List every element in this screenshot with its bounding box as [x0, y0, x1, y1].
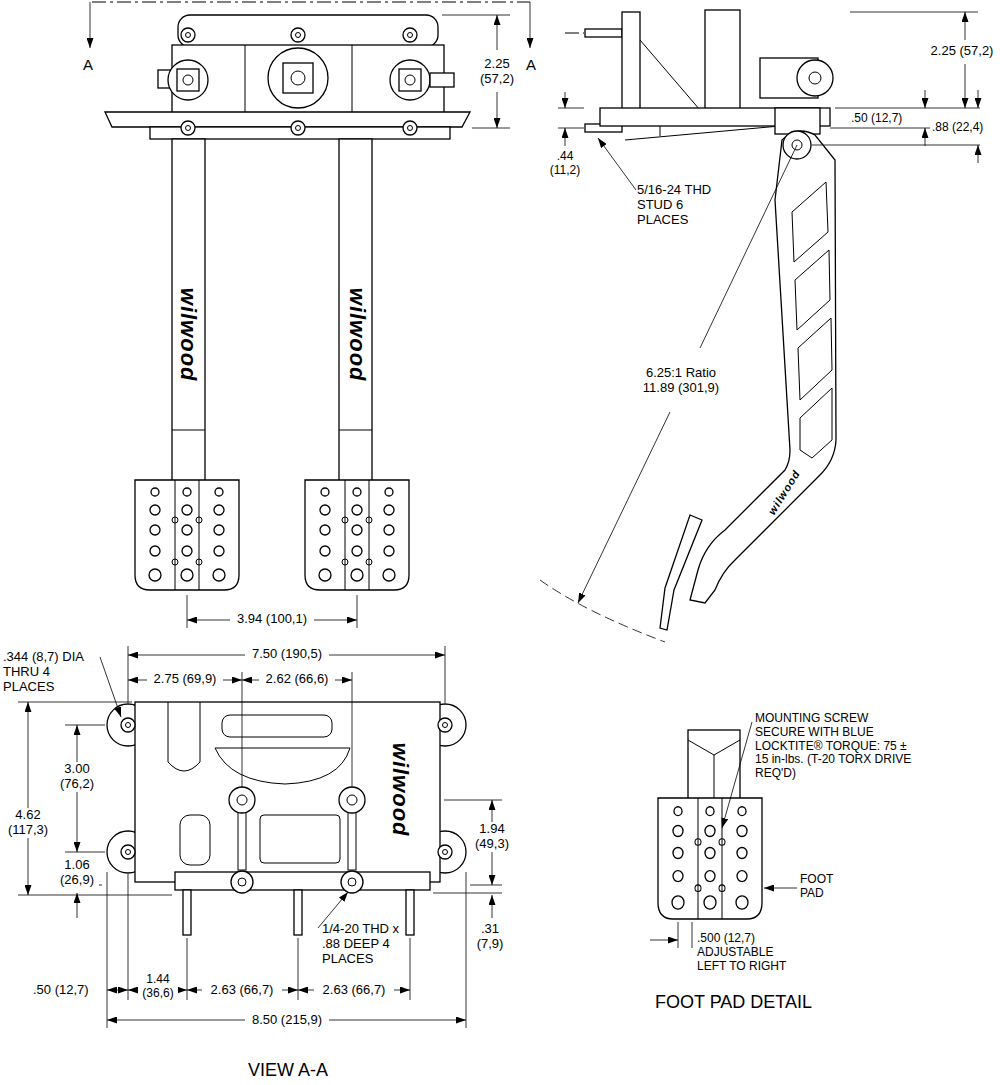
- dimension: 2.25 (57,2): [474, 57, 520, 87]
- dimension: .50 (12,7): [851, 112, 921, 126]
- dimension: 2.75 (69,9): [147, 672, 223, 687]
- view-title: FOOT PAD DETAIL: [655, 992, 812, 1013]
- dimension: .31 (7,9): [470, 922, 510, 952]
- dimension: 2.25 (57,2): [920, 44, 1000, 59]
- dimension: 2.63 (66,7): [202, 983, 282, 998]
- logo: wilwood: [175, 288, 200, 382]
- dimension: 3.94 (100,1): [230, 612, 314, 627]
- note: 5/16-24 THD STUD 6 PLACES: [637, 183, 723, 228]
- dimension: .88 (22,4): [932, 121, 998, 135]
- dimension: .44 (11,2): [545, 150, 585, 178]
- dimension: 1.06 (26,9): [55, 858, 99, 888]
- note: 1/4-20 THD x .88 DEEP 4 PLACES: [322, 922, 404, 967]
- note: MOUNTING SCREW SECURE WITH BLUE LOCKTITE…: [755, 712, 920, 781]
- section-letter: A: [526, 56, 536, 73]
- dimension: 8.50 (215,9): [245, 1013, 329, 1028]
- logo: wilwood: [387, 743, 412, 837]
- dimension: .50 (12,7): [33, 983, 103, 998]
- dimension: .500 (12,7) ADJUSTABLE LEFT TO RIGHT: [697, 932, 801, 973]
- dimension: 4.62 (117,3): [4, 808, 52, 838]
- dimension: 1.44 (36,6): [138, 973, 178, 1001]
- dimension: 7.50 (190,5): [245, 647, 329, 662]
- logo: wilwood: [344, 288, 369, 382]
- callout-label: FOOT PAD: [800, 873, 860, 901]
- note: .344 (8,7) DIA THRU 4 PLACES: [3, 650, 99, 695]
- section-letter: A: [83, 56, 93, 73]
- dimension: 2.63 (66,7): [314, 983, 394, 998]
- dimension: 2.62 (66,6): [259, 672, 335, 687]
- dimension: 3.00 (76,2): [55, 762, 99, 792]
- dimension: 1.94 (49,3): [469, 822, 515, 852]
- dimension: 6.25:1 Ratio 11.89 (301,9): [635, 366, 727, 396]
- view-title: VIEW A-A: [248, 1060, 328, 1081]
